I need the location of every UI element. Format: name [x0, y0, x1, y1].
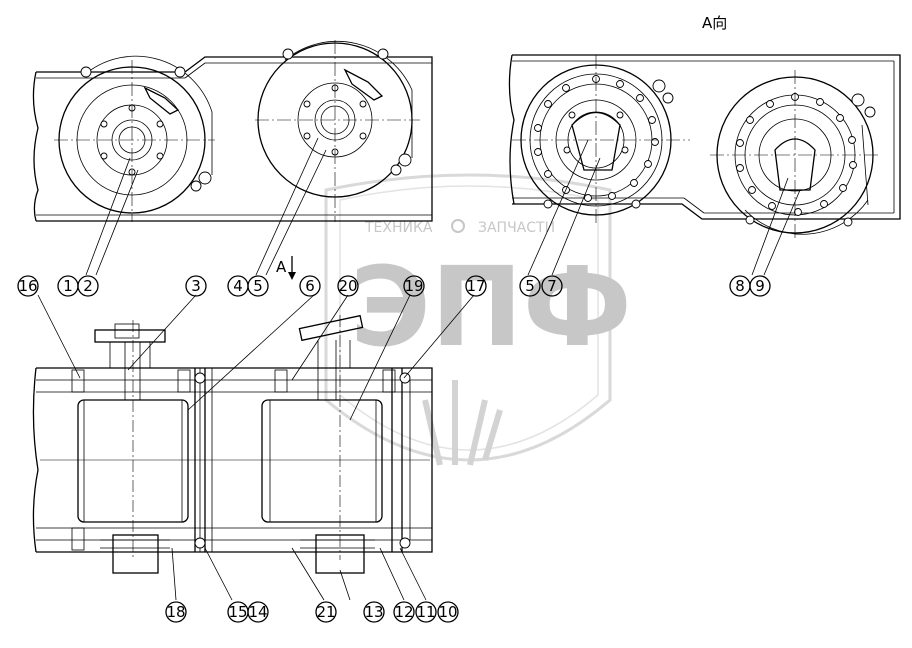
callout-19: 19: [403, 275, 425, 297]
middle-plates: [194, 368, 213, 552]
view-arrow-a: A: [276, 256, 296, 280]
bottom-section-view: [32, 294, 475, 601]
wheel-3: [512, 55, 690, 225]
svg-text:20: 20: [338, 277, 357, 295]
svg-text:16: 16: [18, 277, 37, 295]
drum-left: [71, 320, 191, 574]
svg-text:21: 21: [316, 603, 335, 621]
callout-11: 11: [415, 601, 437, 623]
svg-text:14: 14: [248, 603, 267, 621]
callout-4: 4: [227, 275, 249, 297]
svg-text:15: 15: [228, 603, 247, 621]
callout-12: 12: [393, 601, 415, 623]
svg-text:1: 1: [63, 277, 73, 295]
svg-text:8: 8: [735, 277, 745, 295]
callout-14: 14: [247, 601, 269, 623]
top-right-view: [508, 54, 901, 276]
end-plates: [391, 368, 411, 552]
callout-1: 1: [57, 275, 79, 297]
view-label-top: A向: [702, 14, 727, 32]
watermark-line2: ЗАПЧАСТИ: [478, 220, 555, 236]
callout-15: 15: [227, 601, 249, 623]
svg-text:19: 19: [404, 277, 423, 295]
svg-text:13: 13: [364, 603, 383, 621]
callout-16: 16: [17, 275, 39, 297]
callout-balloons: 16 1 2 3 4 5 6 20 19 17 5 7 8 9 18 15 14…: [17, 275, 771, 623]
watermark-line1: ТЕХНИКА: [364, 220, 433, 236]
callout-8: 8: [729, 275, 751, 297]
svg-text:6: 6: [305, 277, 315, 295]
callout-18: 18: [165, 601, 187, 623]
wheel-1: [54, 55, 215, 222]
svg-text:17: 17: [466, 277, 485, 295]
callout-7: 7: [541, 275, 563, 297]
top-left-view: [32, 40, 433, 276]
svg-text:9: 9: [755, 277, 765, 295]
callout-2: 2: [77, 275, 99, 297]
callout-5b: 5: [519, 275, 541, 297]
callout-10: 10: [437, 601, 459, 623]
svg-text:5: 5: [253, 277, 263, 295]
svg-text:5: 5: [525, 277, 535, 295]
svg-text:10: 10: [438, 603, 457, 621]
gear-icon: [451, 219, 465, 233]
callout-3: 3: [185, 275, 207, 297]
callout-21: 21: [315, 601, 337, 623]
view-arrow-label: A: [276, 258, 287, 276]
watermark-big: ЭПФ: [350, 243, 632, 371]
svg-text:4: 4: [233, 277, 243, 295]
callout-6: 6: [299, 275, 321, 297]
watermark: ТЕХНИКА ЗАПЧАСТИ ЭПФ: [324, 173, 632, 466]
callout-13: 13: [363, 601, 385, 623]
wheel-4: [710, 70, 880, 240]
svg-text:11: 11: [416, 603, 435, 621]
svg-text:3: 3: [191, 277, 201, 295]
svg-text:2: 2: [83, 277, 93, 295]
svg-text:18: 18: [166, 603, 185, 621]
callout-9: 9: [749, 275, 771, 297]
svg-text:7: 7: [547, 277, 557, 295]
wheat-emblem: [422, 380, 503, 466]
svg-text:12: 12: [394, 603, 413, 621]
callout-20: 20: [337, 275, 359, 297]
wheel-2: [255, 40, 420, 222]
callout-5a: 5: [247, 275, 269, 297]
callout-17: 17: [465, 275, 487, 297]
